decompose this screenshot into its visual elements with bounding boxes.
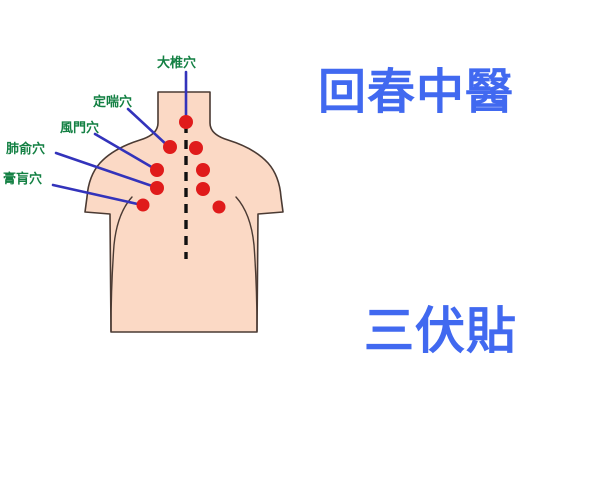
leader-line-fengmen: [93, 132, 157, 171]
acupoint-label-feishu: 肺俞穴: [6, 142, 46, 157]
acupoint-dot-dingchuan-left[interactable]: [163, 140, 177, 154]
acupoint-dot-dazhui[interactable]: [179, 115, 193, 129]
acupoint-dot-fengmen-right[interactable]: [196, 163, 210, 177]
acupoint-dot-gaohuang-right[interactable]: [212, 200, 226, 214]
left-arm-crease: [110, 196, 133, 332]
right-arm-crease: [235, 196, 258, 332]
acupoint-label-dazhui: 大椎穴: [157, 56, 197, 71]
acupoint-dot-fengmen-left[interactable]: [150, 163, 164, 177]
acupoint-label-fengmen: 風門穴: [60, 121, 100, 136]
acupoint-dot-feishu-left[interactable]: [150, 181, 164, 195]
torso-silhouette: [84, 91, 284, 333]
leader-line-dingchuan: [126, 107, 170, 148]
acupoint-dots: [136, 115, 226, 214]
leader-line-feishu: [54, 151, 157, 189]
acupoint-dot-gaohuang-left[interactable]: [136, 198, 150, 212]
acupoint-dot-feishu-right[interactable]: [196, 182, 210, 196]
acupoint-label-gaohuang: 膏肓穴: [3, 172, 43, 187]
leader-lines: [51, 70, 188, 207]
acupoint-label-dingchuan: 定喘穴: [93, 95, 133, 110]
treatment-name-text: 三伏貼: [364, 302, 517, 360]
leader-line-gaohuang: [51, 183, 144, 207]
acupoint-dot-dingchuan-right[interactable]: [189, 141, 203, 155]
clinic-name-text: 回春中醫: [318, 64, 515, 120]
